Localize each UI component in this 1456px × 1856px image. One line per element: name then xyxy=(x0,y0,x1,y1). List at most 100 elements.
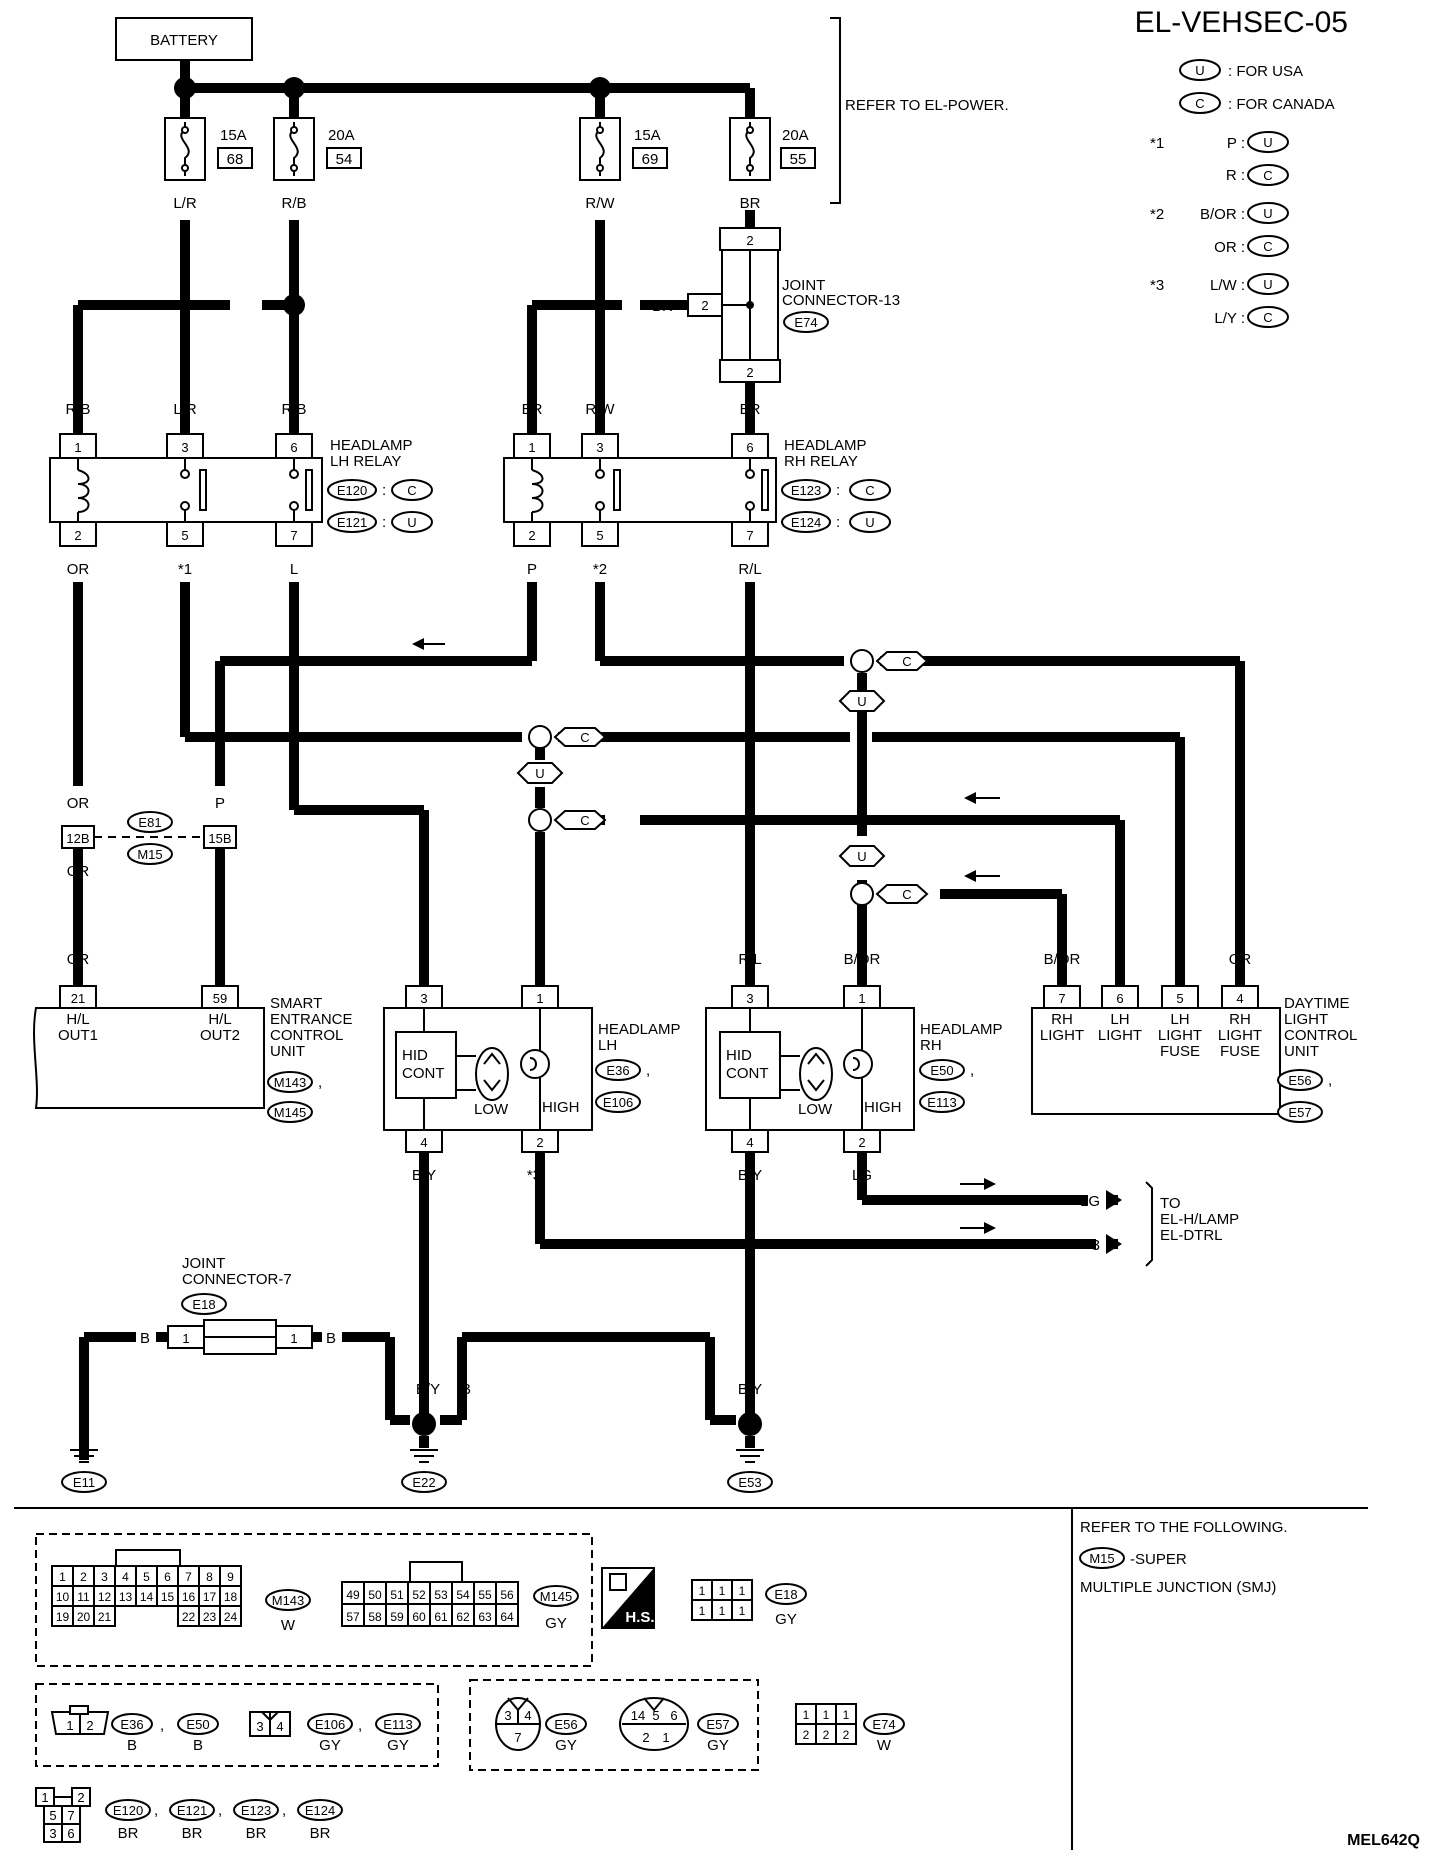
svg-text:E74: E74 xyxy=(794,315,817,330)
connector-e50: E50 B xyxy=(177,1713,219,1754)
svg-text:B: B xyxy=(705,1381,715,1398)
svg-text:4: 4 xyxy=(1236,991,1243,1006)
svg-text:E56: E56 xyxy=(1288,1073,1311,1088)
svg-text:P :: P : xyxy=(1227,135,1245,152)
svg-text:6: 6 xyxy=(746,440,753,455)
svg-text:,: , xyxy=(218,1802,222,1819)
svg-text:7: 7 xyxy=(746,528,753,543)
svg-text:E123: E123 xyxy=(241,1803,271,1818)
svg-text:OUT1: OUT1 xyxy=(58,1027,98,1044)
svg-text:7: 7 xyxy=(514,1730,521,1745)
svg-text:3: 3 xyxy=(746,991,753,1006)
svg-text:BR: BR xyxy=(522,401,543,418)
svg-text:1: 1 xyxy=(528,440,535,455)
svg-text:6: 6 xyxy=(67,1826,74,1841)
battery-label: BATTERY xyxy=(150,32,218,49)
e18-name: E18 xyxy=(774,1587,797,1602)
m145-name: M145 xyxy=(540,1589,573,1604)
svg-text:DAYTIME: DAYTIME xyxy=(1284,995,1350,1012)
svg-text:E50: E50 xyxy=(930,1063,953,1078)
svg-text:BR: BR xyxy=(740,195,761,212)
svg-text:4: 4 xyxy=(276,1719,283,1734)
pin-number: 58 xyxy=(368,1610,382,1624)
pin-number: 64 xyxy=(500,1610,514,1624)
svg-text:5: 5 xyxy=(652,1708,659,1723)
svg-text:BR: BR xyxy=(182,1825,203,1842)
svg-text:U: U xyxy=(1263,206,1272,221)
svg-text:OR: OR xyxy=(1229,951,1252,968)
m145-color: GY xyxy=(545,1615,567,1632)
svg-text:CONT: CONT xyxy=(726,1065,769,1082)
pin-number: 22 xyxy=(182,1610,196,1624)
svg-text:1: 1 xyxy=(662,1730,669,1745)
pin-number: 14 xyxy=(140,1590,154,1604)
svg-text:M15: M15 xyxy=(1089,1551,1114,1566)
pin-number: 7 xyxy=(185,1570,192,1584)
svg-text:C: C xyxy=(1263,310,1272,325)
svg-text:2: 2 xyxy=(74,528,81,543)
pin-number: 21 xyxy=(98,1610,112,1624)
svg-text:,: , xyxy=(1328,1072,1332,1089)
svg-text:M15: M15 xyxy=(137,847,162,862)
svg-text:GY: GY xyxy=(319,1737,341,1754)
connector-latch xyxy=(409,1561,463,1583)
svg-text:CONT: CONT xyxy=(402,1065,445,1082)
svg-text:B/Y: B/Y xyxy=(738,1381,762,1398)
svg-text:HEADLAMP: HEADLAMP xyxy=(784,437,867,454)
svg-text:6: 6 xyxy=(670,1708,677,1723)
svg-text:B/OR: B/OR xyxy=(844,951,881,968)
svg-text:14: 14 xyxy=(631,1708,645,1723)
fuse-69: 15A 69 R/W xyxy=(579,117,668,212)
svg-text:2: 2 xyxy=(701,298,708,313)
svg-text:E57: E57 xyxy=(706,1717,729,1732)
svg-text:B: B xyxy=(140,1330,150,1347)
pin-number: 24 xyxy=(224,1610,238,1624)
pin-number: 55 xyxy=(478,1588,492,1602)
pin-cell xyxy=(93,1605,116,1627)
svg-text:2: 2 xyxy=(858,1135,865,1150)
pin-number: 49 xyxy=(346,1588,360,1602)
svg-text:C: C xyxy=(865,483,874,498)
e18-color: GY xyxy=(775,1611,797,1628)
svg-text:59: 59 xyxy=(213,991,227,1006)
svg-text:E36: E36 xyxy=(606,1063,629,1078)
svg-text:JOINT: JOINT xyxy=(182,1255,225,1272)
svg-text:LIGHT: LIGHT xyxy=(1284,1011,1328,1028)
svg-text:: FOR USA: : FOR USA xyxy=(1228,63,1303,80)
svg-text:3: 3 xyxy=(596,440,603,455)
daytime-light-control-unit: B/OR P R OR 7 6 5 4 RH LIGHT LH LIGHT LH… xyxy=(1031,951,1357,1123)
svg-text:*3: *3 xyxy=(1086,1237,1100,1254)
fuse-55: 20A 55 BR xyxy=(729,117,816,212)
svg-text:E113: E113 xyxy=(383,1717,412,1732)
svg-text:R/B: R/B xyxy=(65,401,90,418)
svg-text:2: 2 xyxy=(746,365,753,380)
svg-text:EL-DTRL: EL-DTRL xyxy=(1160,1227,1223,1244)
connector-e36: 1 2 E36 B xyxy=(50,1705,153,1754)
svg-text:5: 5 xyxy=(1176,991,1183,1006)
svg-text:: FOR CANADA: : FOR CANADA xyxy=(1228,96,1335,113)
svg-text:E124: E124 xyxy=(305,1803,335,1818)
svg-text:E121: E121 xyxy=(177,1803,207,1818)
svg-text:TO: TO xyxy=(1160,1195,1181,1212)
svg-text:E11: E11 xyxy=(73,1475,95,1490)
connector-latch xyxy=(115,1549,181,1567)
smj-connector: OR P 12B 15B E81 M15 OR P xyxy=(61,795,237,880)
svg-text:21: 21 xyxy=(71,991,85,1006)
pin-number: 1 xyxy=(843,1708,850,1722)
pin-number: 2 xyxy=(80,1570,87,1584)
fuse-54: 20A 54 R/B xyxy=(273,117,362,212)
legend: U : FOR USA C : FOR CANADA *1 P : U R : … xyxy=(1150,59,1335,328)
svg-text:E120: E120 xyxy=(337,483,367,498)
svg-text:E50: E50 xyxy=(186,1717,209,1732)
svg-text:OUT2: OUT2 xyxy=(200,1027,240,1044)
svg-text:C: C xyxy=(1195,96,1204,111)
svg-text:1: 1 xyxy=(41,1790,48,1805)
svg-text:B/Y: B/Y xyxy=(416,1381,440,1398)
refer-following: REFER TO THE FOLLOWING. M15 -SUPER MULTI… xyxy=(1079,1519,1288,1596)
svg-text:B: B xyxy=(461,1381,471,1398)
pin-number: 1 xyxy=(823,1708,830,1722)
ground-symbol: E53 xyxy=(727,1449,773,1493)
